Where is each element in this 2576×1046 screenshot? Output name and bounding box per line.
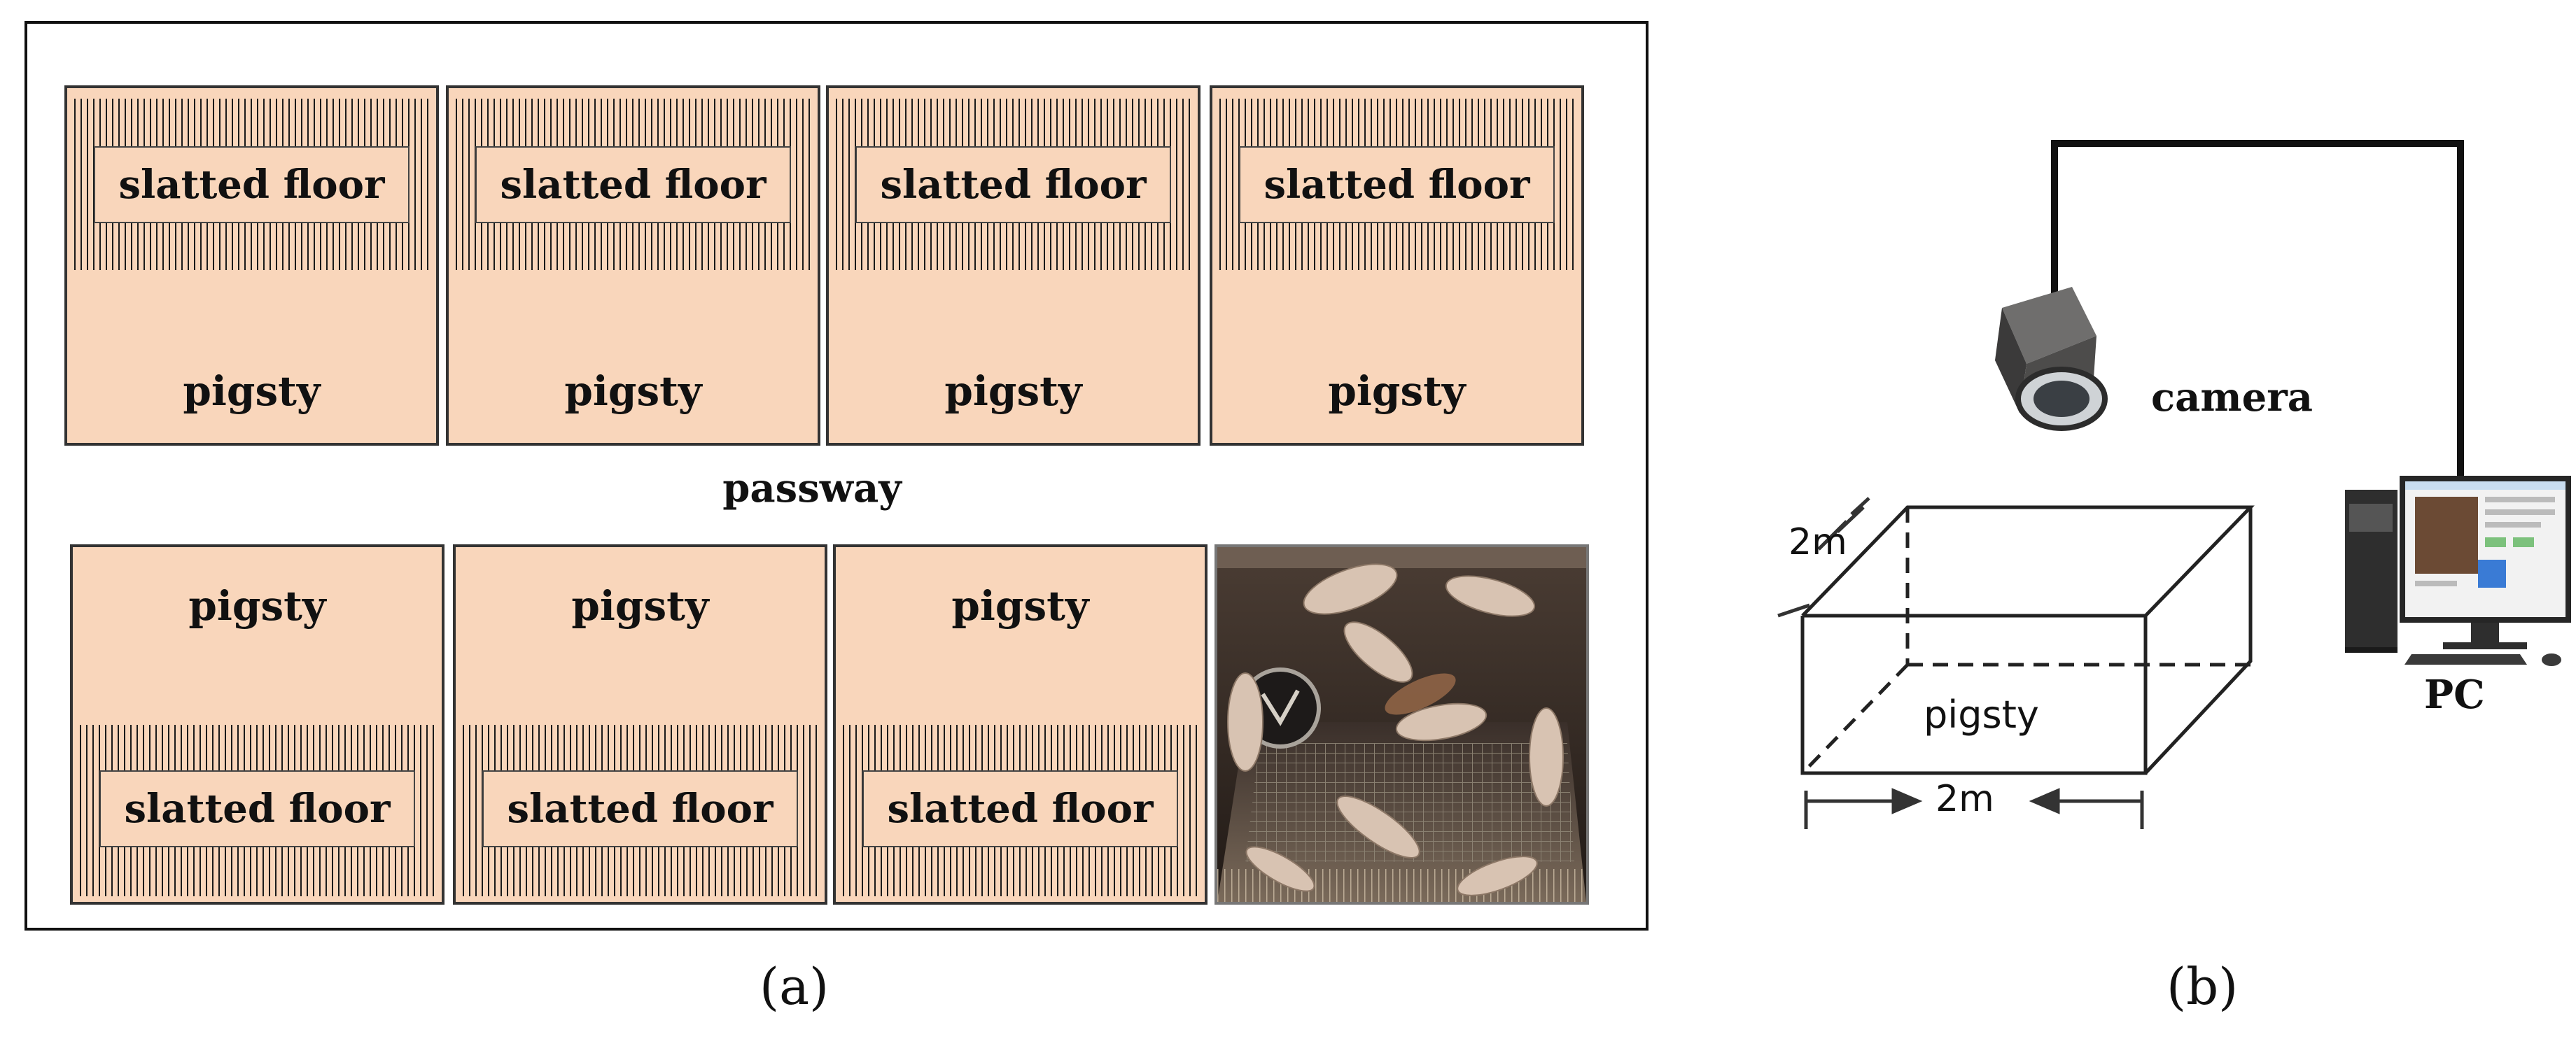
pen-top-2: slatted floor pigsty (446, 85, 820, 446)
slatted-floor-label: slatted floor (1239, 146, 1555, 223)
pigsty-photo-graphic (1217, 547, 1586, 902)
pen-top-4: slatted floor pigsty (1210, 85, 1584, 446)
slatted-floor-label: slatted floor (475, 146, 791, 223)
pen-bottom-3: pigsty slatted floor (833, 544, 1208, 905)
width-dimension-label: 2m (1935, 778, 1994, 820)
pen-top-3: slatted floor pigsty (826, 85, 1200, 446)
slatted-floor-label: slatted floor (862, 770, 1178, 847)
slatted-floor-area: slatted floor (74, 99, 429, 270)
slatted-floor-area: slatted floor (80, 725, 435, 896)
slatted-floor-area: slatted floor (463, 725, 818, 896)
depth-dimension-label: 2m (1788, 521, 1847, 563)
caption-a: (a) (760, 957, 830, 1016)
pigsty-label: pigsty (1328, 367, 1466, 415)
slatted-floor-label: slatted floor (855, 146, 1171, 223)
pc-label: PC (2424, 672, 2485, 718)
pigsty-label: pigsty (571, 582, 709, 630)
slatted-floor-area: slatted floor (456, 99, 811, 270)
panel-a-frame (24, 21, 1648, 931)
slatted-floor-label: slatted floor (482, 770, 798, 847)
slatted-floor-area: slatted floor (1219, 99, 1574, 270)
mouse-icon (2542, 653, 2561, 666)
camera-label: camera (2151, 374, 2314, 420)
pigsty-label: pigsty (944, 367, 1082, 415)
box-pigsty-label: pigsty (1924, 693, 2039, 737)
slatted-floor-label: slatted floor (94, 146, 410, 223)
slatted-floor-label: slatted floor (99, 770, 415, 847)
keyboard-icon (2404, 653, 2561, 666)
slatted-floor-area: slatted floor (843, 725, 1198, 896)
pigsty-photo (1214, 544, 1589, 905)
pigsty-label: pigsty (564, 367, 702, 415)
monitor-icon (2400, 476, 2571, 649)
pen-bottom-2: pigsty slatted floor (453, 544, 827, 905)
camera-cable (2051, 140, 2464, 476)
pc-tower-icon (2345, 490, 2398, 653)
slatted-floor-area: slatted floor (836, 99, 1191, 270)
pigsty-label: pigsty (951, 582, 1089, 630)
pigsty-label: pigsty (183, 367, 321, 415)
passway-label: passway (722, 465, 902, 511)
pen-bottom-1: pigsty slatted floor (70, 544, 444, 905)
pigsty-label: pigsty (188, 582, 326, 630)
pen-top-1: slatted floor pigsty (64, 85, 439, 446)
caption-b: (b) (2166, 957, 2239, 1016)
camera-icon (1995, 287, 2108, 431)
